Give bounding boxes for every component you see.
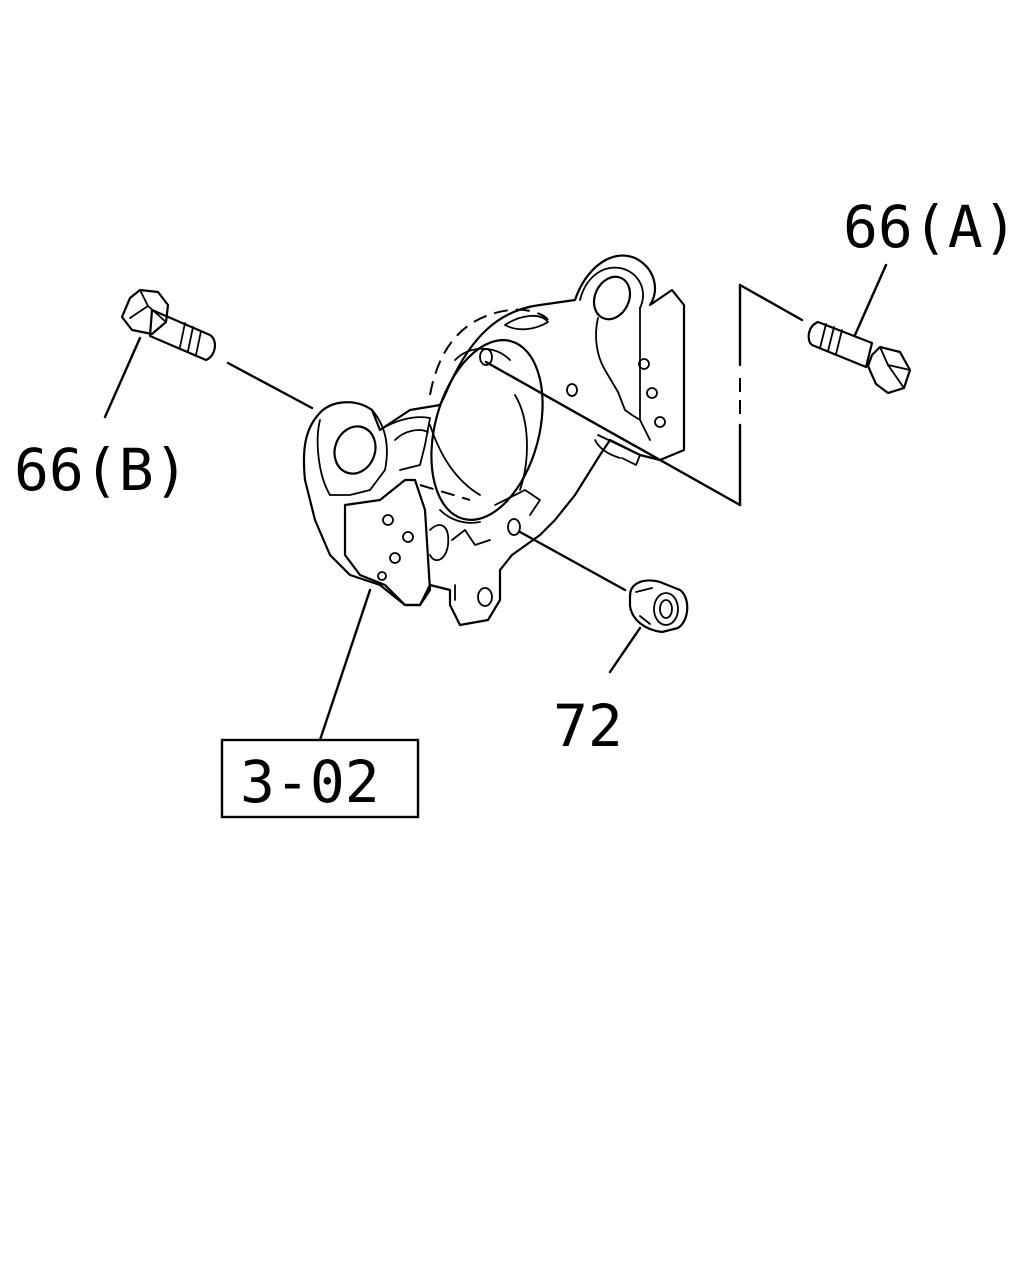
nut-72 xyxy=(628,579,689,634)
callout-bolt-66b: 66(B) xyxy=(14,436,189,504)
bolt-66b xyxy=(120,288,216,362)
reference-box[interactable]: 3-02 xyxy=(220,738,420,819)
bolt-66a xyxy=(807,320,912,395)
leader-lines xyxy=(103,263,888,742)
reference-label: 3-02 xyxy=(240,748,380,816)
assembly-lines xyxy=(226,283,804,592)
callout-bolt-66a: 66(A) xyxy=(843,193,1018,261)
callout-nut-72: 72 xyxy=(553,692,623,760)
steering-knuckle xyxy=(302,254,686,627)
